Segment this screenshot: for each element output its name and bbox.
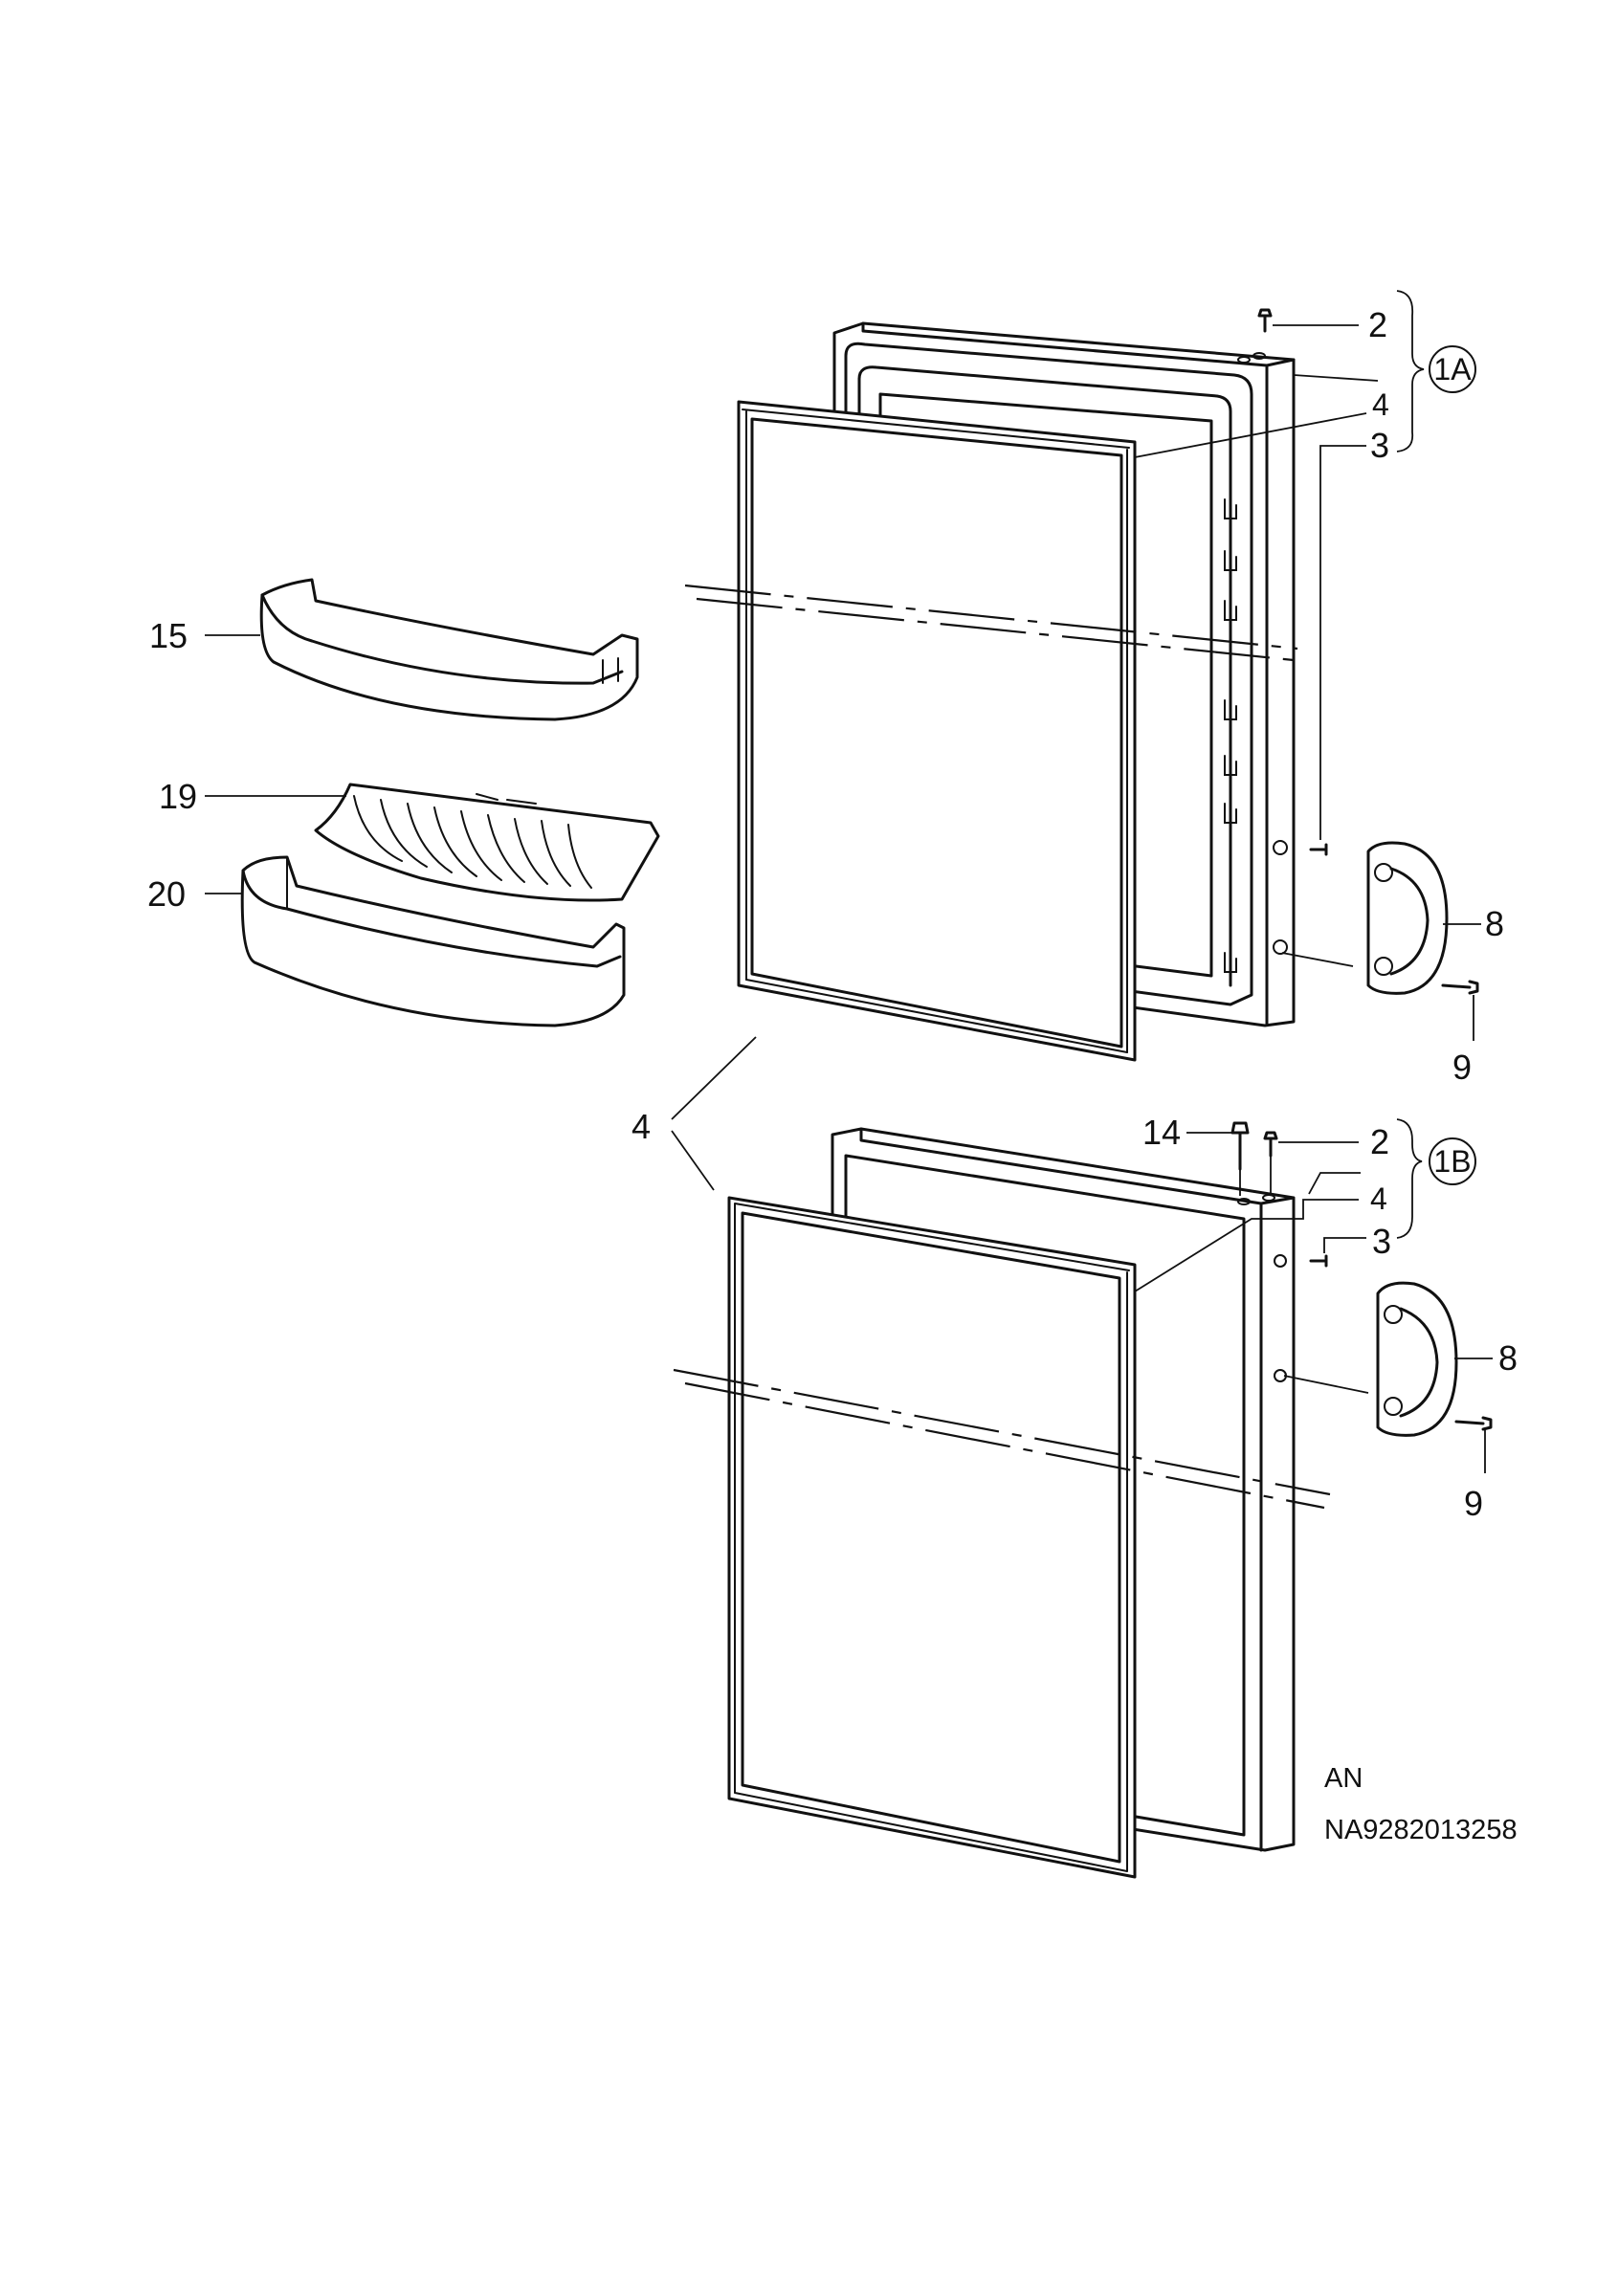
label-20: 20 [147, 874, 186, 914]
upper-break-line [684, 584, 1298, 651]
screw-9-top [1441, 980, 1479, 995]
label-3-bottom: 3 [1372, 1222, 1391, 1261]
label-4-bottom: 4 [1370, 1181, 1387, 1216]
screw-9-bottom [1454, 1416, 1493, 1431]
label-19: 19 [159, 777, 197, 816]
shelf-support-hooks [1224, 498, 1237, 973]
label-9-top: 9 [1452, 1048, 1472, 1087]
label-14: 14 [1142, 1113, 1181, 1152]
upper-door-gasket [737, 400, 1137, 1062]
label-2-bottom: 2 [1370, 1122, 1389, 1161]
lower-leaders [1134, 1118, 1493, 1473]
shelf-leaders [205, 634, 346, 894]
label-8-bottom: 8 [1498, 1338, 1518, 1378]
label-9-bottom: 9 [1464, 1484, 1483, 1523]
label-4-middle: 4 [632, 1107, 651, 1146]
shelf-15 [259, 578, 639, 721]
screw-14 [1230, 1121, 1250, 1171]
label-4-top: 4 [1372, 387, 1389, 422]
screw-2-bottom [1263, 1131, 1278, 1158]
lower-door-assembly [673, 1121, 1493, 1879]
code-an: AN [1324, 1763, 1363, 1794]
upper-door-assembly [684, 308, 1479, 1062]
label-3-top: 3 [1370, 426, 1389, 465]
screw-2-top [1257, 308, 1273, 333]
lower-break-line [673, 1368, 1331, 1496]
shelf-20 [240, 855, 626, 1027]
lower-door-gasket [727, 1196, 1137, 1879]
gasket-4-leaders [671, 1036, 757, 1191]
label-8-top: 8 [1485, 904, 1504, 943]
label-1b: 1B [1433, 1144, 1471, 1179]
tray-19 [314, 783, 660, 902]
drawing-number: NA9282013258 [1324, 1815, 1518, 1845]
upper-leaders [1134, 290, 1481, 1041]
upper-door-liner [844, 342, 1253, 1006]
handle-8-top [1366, 841, 1449, 995]
screw-3-bottom [1309, 1254, 1328, 1268]
handle-8-bottom [1376, 1281, 1458, 1437]
label-15: 15 [149, 616, 188, 655]
screw-3-top [1309, 843, 1328, 856]
label-2-top: 2 [1368, 305, 1387, 344]
label-1a: 1A [1433, 352, 1472, 386]
